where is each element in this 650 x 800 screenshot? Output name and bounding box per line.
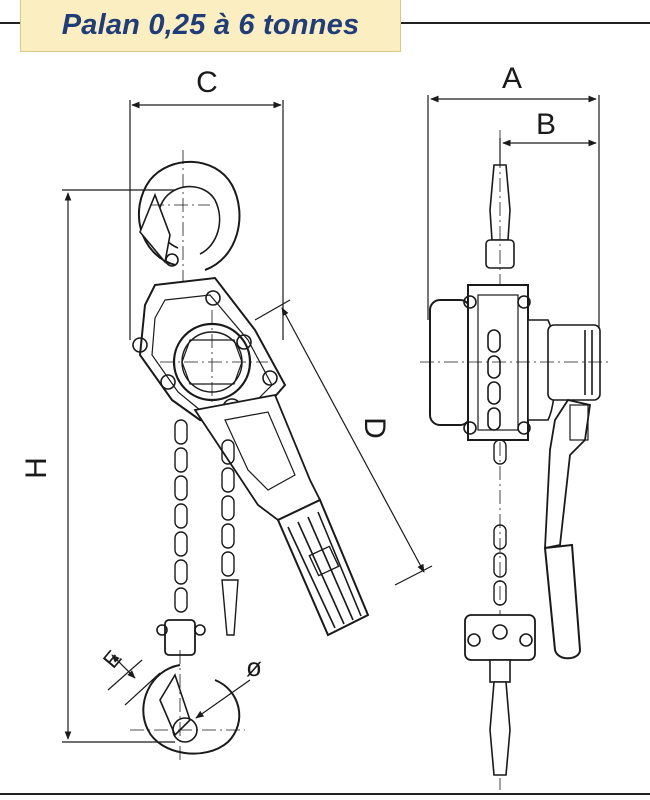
dimension-a <box>427 95 600 330</box>
label-h: H <box>20 457 53 479</box>
label-c: C <box>196 66 218 99</box>
bottom-hook <box>130 619 245 760</box>
dimension-e <box>107 654 161 706</box>
front-view <box>62 100 433 760</box>
page-title: Palan 0,25 à 6 tonnes <box>61 9 360 41</box>
side-chain <box>493 439 507 606</box>
label-d: D <box>358 417 391 439</box>
label-b: B <box>536 108 556 141</box>
label-phi: ø <box>246 652 262 682</box>
title-rule-right <box>401 22 650 24</box>
side-top-hook <box>485 130 515 790</box>
label-e: E <box>98 646 127 673</box>
title-rule-left <box>0 22 20 24</box>
dimension-b <box>499 138 597 260</box>
bottom-rule <box>0 793 650 795</box>
hoist-body <box>132 276 287 427</box>
side-body <box>420 284 610 441</box>
side-lever <box>543 398 592 660</box>
lever-arm <box>193 393 370 637</box>
label-a: A <box>502 62 522 95</box>
title-banner: Palan 0,25 à 6 tonnes <box>20 0 401 52</box>
front-chains <box>174 419 239 636</box>
dimension-phi <box>195 679 251 719</box>
dimension-d <box>254 299 433 586</box>
side-bottom-hook <box>464 614 536 776</box>
side-view <box>420 95 610 790</box>
dimension-c <box>129 100 284 340</box>
top-hook <box>137 150 241 300</box>
